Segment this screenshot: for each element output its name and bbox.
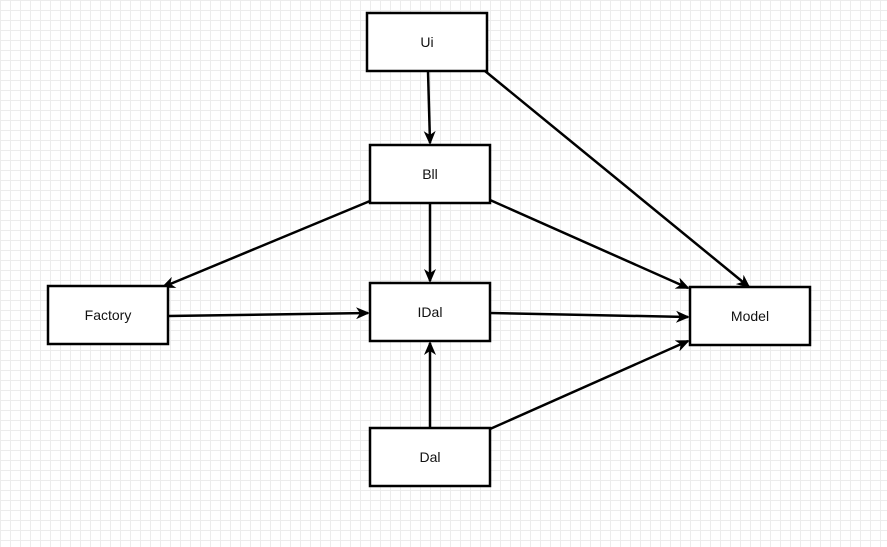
node-dal-label: Dal bbox=[419, 449, 440, 465]
node-factory-label: Factory bbox=[85, 307, 132, 323]
edge-factory-to-idal bbox=[167, 307, 370, 320]
node-bll-label: Bll bbox=[422, 166, 438, 182]
node-dal[interactable]: Dal bbox=[368, 426, 492, 488]
node-factory-box bbox=[46, 284, 170, 346]
node-ui-label: Ui bbox=[420, 34, 433, 50]
nodes-layer: Ui Bll Factory IDal Model Dal bbox=[46, 11, 812, 488]
edge-ui-to-model bbox=[484, 70, 751, 289]
node-model-label: Model bbox=[731, 308, 769, 324]
edge-ui-to-bll bbox=[423, 70, 436, 145]
node-ui[interactable]: Ui bbox=[365, 11, 489, 73]
node-dal-box bbox=[368, 426, 492, 488]
edge-idal-to-model bbox=[489, 310, 690, 323]
node-idal-box bbox=[368, 281, 492, 343]
node-idal-label: IDal bbox=[418, 304, 443, 320]
node-model[interactable]: Model bbox=[688, 285, 812, 347]
node-bll-box bbox=[368, 143, 492, 205]
node-bll[interactable]: Bll bbox=[368, 143, 492, 205]
edge-dal-to-model bbox=[489, 339, 690, 431]
edge-bll-to-model bbox=[489, 198, 690, 290]
node-model-box bbox=[688, 285, 812, 347]
edge-bll-to-factory bbox=[161, 199, 371, 289]
node-factory[interactable]: Factory bbox=[46, 284, 170, 346]
node-idal[interactable]: IDal bbox=[368, 281, 492, 343]
edges-layer bbox=[161, 70, 751, 431]
node-ui-box bbox=[365, 11, 489, 73]
